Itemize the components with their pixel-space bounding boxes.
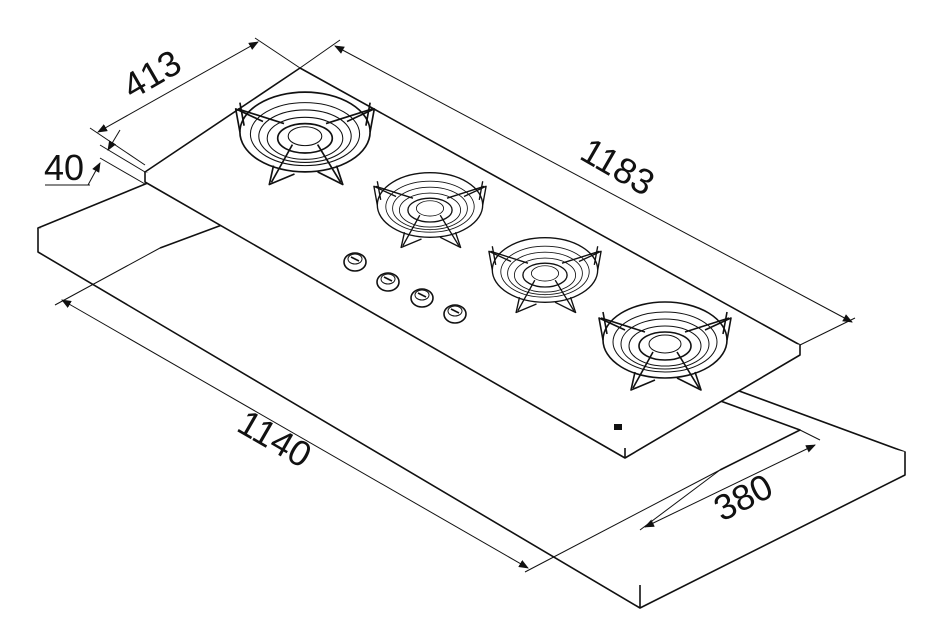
control-knob-4	[443, 304, 467, 324]
control-knob-3	[410, 288, 434, 308]
control-knob-1	[343, 252, 367, 272]
dim-label-depth: 413	[116, 41, 189, 107]
dim-label-height: 40	[44, 147, 84, 188]
dim-height: 40	[44, 129, 146, 188]
brand-badge	[614, 424, 622, 430]
control-knob-2	[376, 272, 400, 292]
dim-label-cutout-width: 1140	[231, 401, 319, 475]
dim-label-width: 1183	[574, 129, 662, 203]
